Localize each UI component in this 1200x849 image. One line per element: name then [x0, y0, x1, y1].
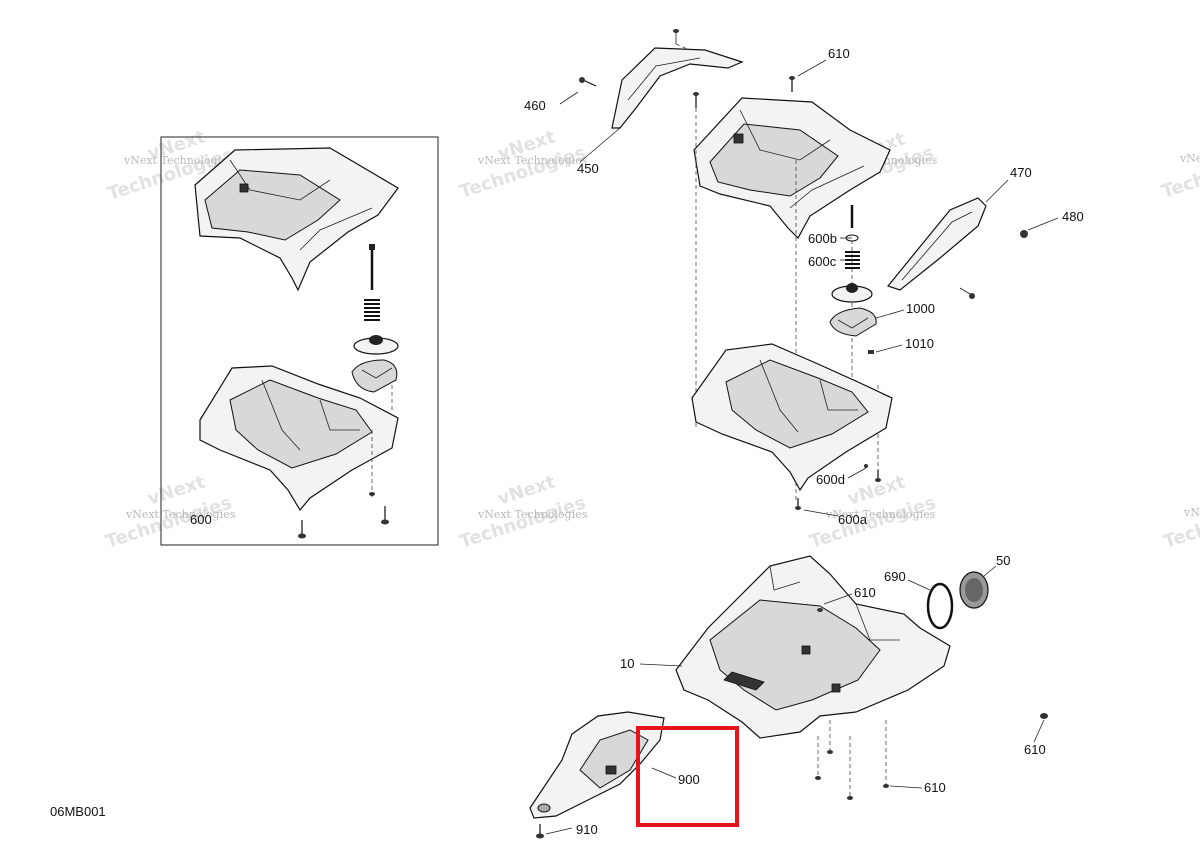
upper-console-part — [693, 92, 891, 239]
label-50: 50 — [996, 553, 1010, 568]
bottom-screws — [815, 713, 1048, 800]
label-470: 470 — [1010, 165, 1032, 180]
label-600c: 600c — [808, 254, 837, 269]
label-480: 480 — [1062, 209, 1084, 224]
inset-lower-console-part — [199, 365, 399, 512]
lower-screws — [795, 464, 881, 510]
part-470-trim — [886, 179, 1009, 299]
inset-screws — [298, 492, 389, 539]
label-610-mid: 610 — [854, 585, 876, 600]
label-900: 900 — [678, 772, 700, 787]
watermark-text: vNext Technologies — [477, 508, 588, 521]
label-600d: 600d — [816, 472, 845, 487]
diagram-code: 06MB001 — [50, 804, 106, 819]
watermark-text: vNext Technologies — [1179, 152, 1200, 165]
part-460-screw — [559, 77, 597, 105]
label-910: 910 — [576, 822, 598, 837]
label-600a: 600a — [838, 512, 868, 527]
watermark-text: vNext Technologies — [825, 508, 936, 521]
label-600b: 600b — [808, 231, 837, 246]
label-450: 450 — [577, 161, 599, 176]
part-50-grille — [959, 565, 997, 609]
svg-text:Technologies: Technologies — [1161, 492, 1200, 553]
label-460: 460 — [524, 98, 546, 113]
part-910-screw — [536, 824, 573, 839]
label-600-inset: 600 — [190, 512, 212, 527]
label-610-bottom: 610 — [924, 780, 946, 795]
part-610-top-screw — [789, 59, 827, 92]
watermark-text: vNext Technologies — [125, 508, 236, 521]
inset-mount-stack — [351, 244, 399, 412]
label-610-top: 610 — [828, 46, 850, 61]
lower-console-part — [691, 343, 893, 492]
part-690-ring — [907, 579, 954, 630]
label-10: 10 — [620, 656, 634, 671]
mount-stack — [829, 205, 877, 354]
part-900-guard — [529, 711, 665, 819]
inset-upper-console-part — [194, 147, 399, 292]
label-610-right: 610 — [1024, 742, 1046, 757]
watermark-text: vNext Technologies — [477, 154, 588, 167]
label-1000: 1000 — [906, 301, 935, 316]
label-690: 690 — [884, 569, 906, 584]
watermark-text: vNext Technologies — [1183, 506, 1200, 519]
label-1010: 1010 — [905, 336, 934, 351]
part-480-screw — [1020, 217, 1059, 238]
watermark-text: vNext Technologies — [123, 154, 234, 167]
part-10-housing — [675, 555, 951, 739]
part-450-trim — [611, 29, 744, 129]
highlight-box — [636, 726, 739, 827]
inset-frame — [160, 136, 439, 546]
